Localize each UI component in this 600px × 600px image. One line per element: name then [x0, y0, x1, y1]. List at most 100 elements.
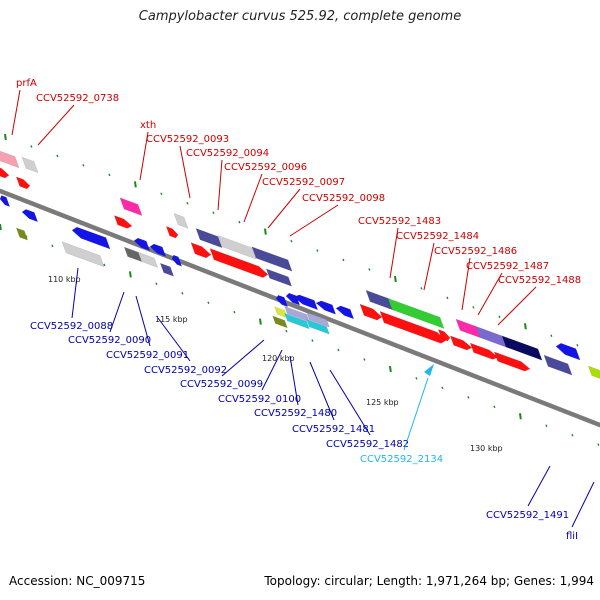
- label-0100: CCV52592_0100: [218, 394, 301, 405]
- gene-1487: [475, 325, 507, 348]
- label-prfA: prfA: [16, 78, 37, 89]
- tick-mark: [545, 424, 548, 428]
- gene-blue-j: [335, 305, 355, 320]
- tick-mark: [259, 318, 262, 325]
- label-0090: CCV52592_0090: [68, 335, 151, 346]
- tick-mark: [415, 377, 418, 380]
- label-0091: CCV52592_0091: [106, 350, 189, 361]
- tick-mark: [0, 223, 2, 231]
- gene-red-4: [165, 226, 179, 239]
- tick-mark: [576, 343, 579, 347]
- gene-1481: [284, 312, 310, 330]
- label-0092-leader: [157, 317, 191, 362]
- tick-mark: [25, 235, 28, 238]
- label-0098-leader: [289, 204, 339, 237]
- tick-mark: [389, 365, 392, 373]
- tick-mark: [264, 228, 267, 235]
- label-1491: CCV52592_1491: [486, 510, 569, 521]
- tick-mark: [103, 263, 106, 267]
- tick-mark: [160, 192, 163, 196]
- label-0100-leader: [261, 349, 283, 391]
- gene-red-9: [437, 329, 451, 342]
- tick-mark: [212, 211, 215, 214]
- tick-mark: [207, 301, 210, 304]
- map-title: Campylobacter curvus 525.92, complete ge…: [138, 9, 462, 24]
- tick-mark: [342, 258, 345, 262]
- label-1488-leader: [497, 286, 537, 326]
- label-0738: CCV52592_0738: [36, 93, 119, 104]
- gene-blue-h: [293, 294, 319, 311]
- label-fliI: fliI: [566, 531, 578, 542]
- tick-mark: [519, 413, 522, 420]
- label-0096: CCV52592_0096: [224, 162, 307, 173]
- gene-1484: [387, 297, 445, 329]
- gene-olive: [15, 227, 29, 241]
- gene-blue-k: [555, 343, 581, 361]
- label-1487-leader: [477, 272, 503, 316]
- tick-mark: [441, 386, 444, 390]
- label-1483-leader: [389, 227, 399, 279]
- tick-mark: [233, 310, 236, 314]
- label-0738-leader: [37, 104, 75, 146]
- tick-mark: [311, 339, 314, 342]
- tick-mark: [129, 271, 132, 278]
- gene-blue-f: [275, 294, 289, 308]
- label-1484-leader: [423, 242, 435, 291]
- tick-mark: [368, 268, 371, 271]
- gene-grey-lower: [61, 241, 105, 268]
- label-xth-leader: [139, 131, 149, 181]
- gene-0098: [265, 268, 293, 287]
- label-2134: CCV52592_2134: [360, 454, 443, 465]
- genome-summary-text: Topology: circular; Length: 1,971,264 bp…: [264, 574, 594, 588]
- gene-0738: [21, 156, 39, 174]
- label-1487: CCV52592_1487: [466, 261, 549, 272]
- tick-mark: [82, 164, 85, 167]
- gene-0094: [195, 228, 223, 249]
- tick-mark: [155, 282, 158, 286]
- tick-mark: [4, 133, 7, 141]
- label-1480-leader: [289, 355, 299, 406]
- tick-mark: [597, 443, 600, 446]
- tick-mark: [420, 287, 423, 290]
- label-2134-leader: [403, 377, 429, 451]
- label-0093: CCV52592_0093: [146, 134, 229, 145]
- label-xth: xth: [140, 120, 156, 131]
- label-prfA-leader: [11, 89, 21, 136]
- gene-blue-c: [133, 237, 151, 251]
- label-1484: CCV52592_1484: [396, 231, 479, 242]
- label-0091-leader: [135, 295, 151, 347]
- label-1488: CCV52592_1488: [498, 275, 581, 286]
- label-0096-leader: [243, 173, 263, 223]
- gene-0100: [272, 315, 288, 329]
- tick-mark: [394, 275, 397, 283]
- label-0099-leader: [221, 339, 265, 377]
- gene-red-10: [449, 335, 473, 351]
- gene-red-5: [190, 242, 212, 259]
- label-0099: CCV52592_0099: [180, 379, 263, 390]
- tick-mark: [316, 249, 319, 252]
- tick-mark: [493, 405, 496, 409]
- label-1491-leader: [527, 465, 551, 507]
- tick-mark: [363, 358, 366, 361]
- tick-mark: [337, 348, 340, 352]
- label-0098: CCV52592_0098: [302, 193, 385, 204]
- tick-mark: [285, 329, 288, 333]
- label-1482: CCV52592_1482: [326, 439, 409, 450]
- gene-red-11: [469, 342, 499, 360]
- gene-0091: [137, 251, 159, 268]
- label-0092: CCV52592_0092: [144, 365, 227, 376]
- label-1482-leader: [329, 369, 371, 436]
- gene-blue-a: [0, 195, 11, 208]
- gene-blue-b: [21, 209, 39, 223]
- label-1481-leader: [309, 361, 335, 421]
- tick-label: 110 kbp: [48, 275, 81, 284]
- gene-0096: [217, 235, 257, 260]
- tick-mark: [467, 396, 470, 399]
- tick-label: 125 kbp: [366, 398, 399, 407]
- tick-mark: [498, 315, 501, 319]
- tick-mark: [550, 334, 553, 338]
- label-1486-leader: [461, 257, 471, 311]
- tick-mark: [472, 306, 475, 309]
